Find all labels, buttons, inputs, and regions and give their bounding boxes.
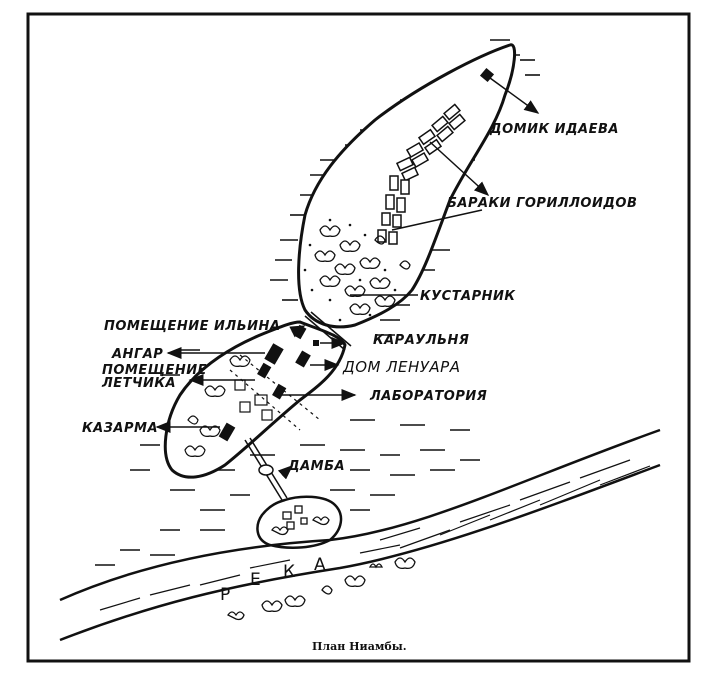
lab-building [272, 383, 287, 400]
label-pilot-room-1: ПОМЕЩЕНИЕ [102, 363, 207, 378]
map-caption: План Ниамбы. [312, 640, 407, 653]
guardhouse-building [313, 340, 319, 346]
river [59, 428, 661, 642]
label-lenoir-house: ДОМ ЛЕНУАРА [342, 358, 460, 376]
barracks-building [218, 422, 236, 442]
dam [244, 437, 288, 501]
islet-outline [256, 495, 343, 549]
label-dam: ДАМБА [287, 459, 345, 474]
riverbank-shrubs [227, 557, 416, 621]
hangar-building [264, 343, 284, 365]
islet-buildings [271, 505, 330, 536]
svg-text:К: К [283, 562, 295, 582]
label-shrubs: КУСТАРНИК [420, 289, 516, 304]
shrub-dots [303, 218, 397, 322]
label-idaev-house: ДОМИК ИДАЕВА [489, 122, 619, 137]
map-frame [26, 12, 691, 663]
label-hangar: АНГАР [111, 347, 163, 362]
label-laboratory: ЛАБОРАТОРИЯ [369, 389, 487, 404]
label-ilyin-room: ПОМЕЩЕНИЕ ИЛЬИНА [104, 319, 280, 334]
gorilloid-barracks [377, 103, 466, 245]
label-gorilloid-barracks: БАРАКИ ГОРИЛЛОИДОВ [447, 196, 637, 211]
svg-text:А: А [314, 555, 326, 575]
river-label: Р Е К А [220, 555, 326, 605]
river-hatching [99, 459, 651, 611]
label-barracks: КАЗАРМА [82, 421, 158, 436]
lenoir-building [295, 350, 311, 368]
label-guardhouse: КАРАУЛЬНЯ [373, 333, 469, 348]
pilot-building [257, 362, 272, 379]
svg-text:Е: Е [250, 570, 261, 590]
label-pilot-room-2: ЛЕТЧИКА [101, 376, 176, 391]
svg-text:Р: Р [220, 585, 230, 605]
shrubs [314, 225, 411, 316]
leader-lines [155, 77, 540, 480]
